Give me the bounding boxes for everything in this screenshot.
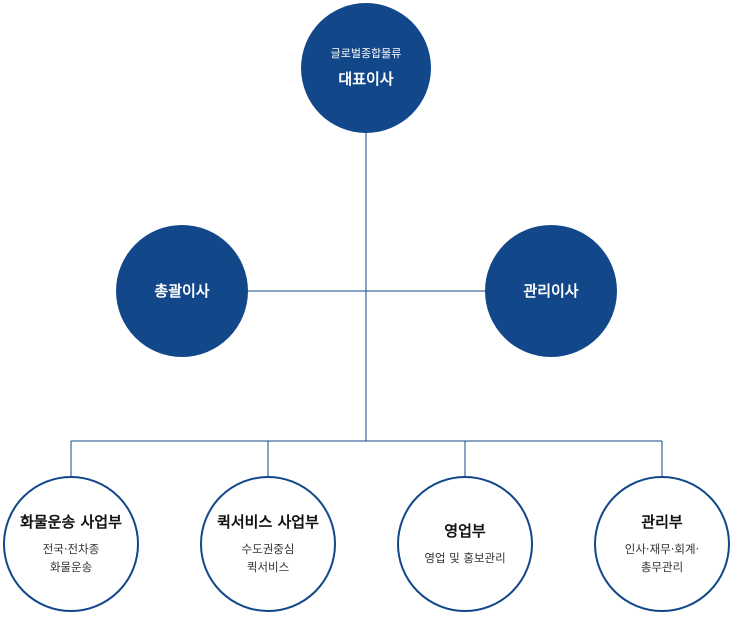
department-name: 퀵서비스 사업부 (217, 513, 319, 531)
department-desc: 영업 및 홍보관리 (424, 551, 506, 565)
ceo-title: 대표이사 (338, 70, 394, 88)
ceo-company: 글로벌종합물류 (330, 47, 402, 60)
department-node-management: 관리부 인사·재무·회계· 총무관리 (594, 476, 730, 612)
department-node-freight: 화물운송 사업부 전국·전차종 화물운송 (3, 476, 139, 612)
department-node-sales: 영업부 영업 및 홍보관리 (397, 476, 533, 612)
director-title: 관리이사 (523, 282, 579, 300)
department-desc: 전국·전차종 (42, 542, 100, 556)
department-desc: 화물운송 (49, 560, 93, 574)
director-node-admin: 관리이사 (485, 225, 617, 357)
director-node-general: 총괄이사 (116, 225, 248, 357)
department-name: 관리부 (641, 513, 683, 531)
department-desc: 인사·재무·회계· (624, 542, 700, 556)
director-title: 총괄이사 (154, 282, 210, 300)
department-desc: 총무관리 (640, 560, 684, 574)
department-desc: 수도권중심 (241, 542, 295, 556)
department-desc: 퀵서비스 (246, 560, 290, 574)
department-name: 영업부 (444, 522, 486, 540)
department-node-quick: 퀵서비스 사업부 수도권중심 퀵서비스 (200, 476, 336, 612)
department-name: 화물운송 사업부 (20, 513, 122, 531)
ceo-node: 글로벌종합물류 대표이사 (301, 3, 431, 133)
